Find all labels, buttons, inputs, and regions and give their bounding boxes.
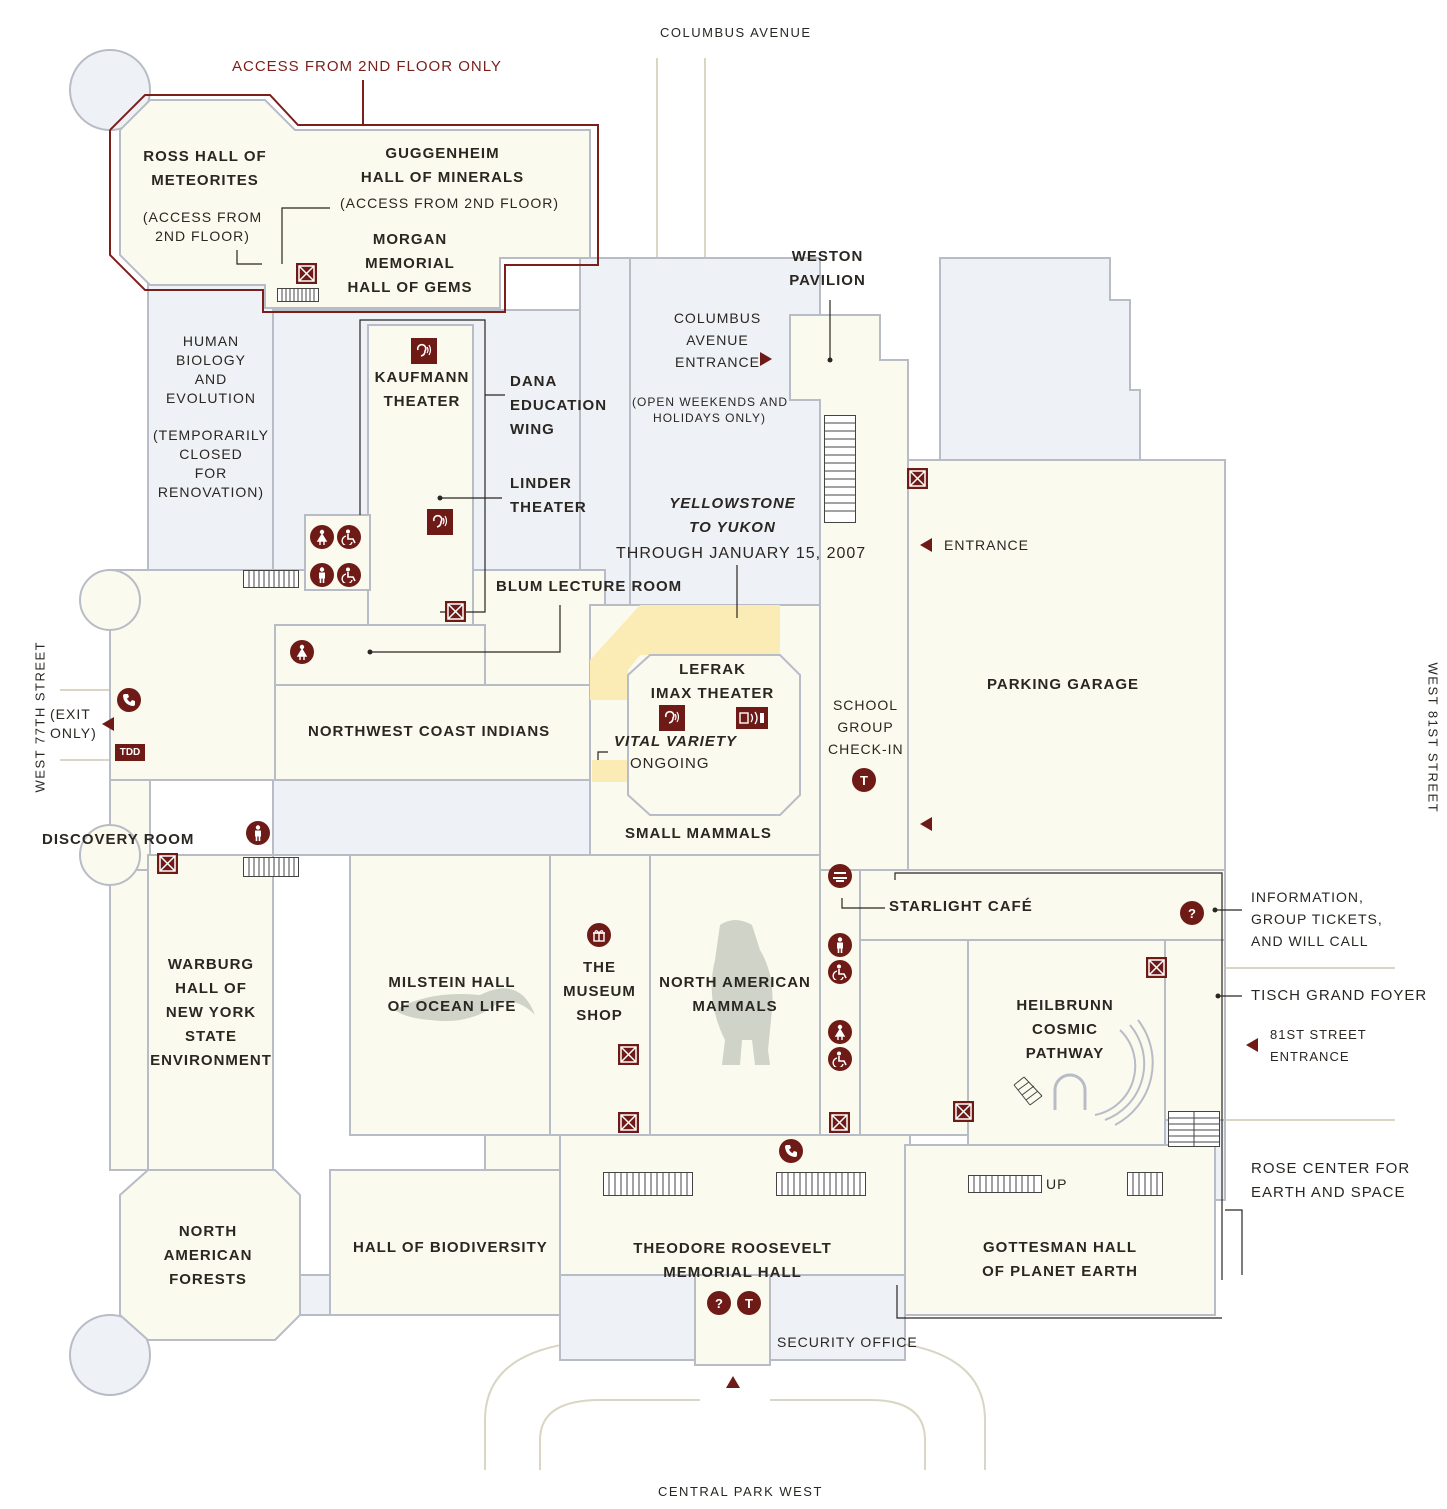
stairs-icon xyxy=(603,1172,693,1196)
ticket-icon: T xyxy=(737,1291,761,1315)
entrance-arrow-icon xyxy=(1246,1038,1258,1052)
womens-restroom-icon xyxy=(310,525,334,549)
stairs-icon xyxy=(1013,1076,1043,1106)
label-vital-ongoing: ONGOING xyxy=(630,755,710,772)
elevator-icon xyxy=(618,1112,639,1133)
gift-icon xyxy=(587,923,611,947)
assistive-listening-icon xyxy=(427,509,453,535)
label-yellowstone-dates: THROUGH JANUARY 15, 2007 xyxy=(616,545,867,562)
stairs-icon xyxy=(776,1172,866,1196)
phone-icon xyxy=(117,688,141,712)
label-security-office: SECURITY OFFICE xyxy=(777,1334,918,1350)
entrance-arrow-icon xyxy=(920,817,932,831)
street-north: COLUMBUS AVENUE xyxy=(660,25,812,40)
entrance-arrow-icon xyxy=(920,538,932,552)
wheelchair-icon xyxy=(828,1047,852,1071)
tdd-icon: TDD xyxy=(115,744,145,761)
phone-icon xyxy=(779,1139,803,1163)
label-biodiversity: HALL OF BIODIVERSITY xyxy=(353,1239,548,1256)
exit-arrow-icon xyxy=(102,717,114,731)
ticket-icon: T xyxy=(852,768,876,792)
stairs-icon xyxy=(243,857,299,877)
mens-restroom-icon xyxy=(246,821,270,845)
label-up: UP xyxy=(1046,1176,1068,1192)
wheelchair-icon xyxy=(828,960,852,984)
label-small-mammals: SMALL MAMMALS xyxy=(625,825,772,842)
stairs-icon xyxy=(1168,1111,1220,1147)
stairs-icon xyxy=(277,288,319,302)
elevator-icon xyxy=(296,263,317,284)
cafe-icon xyxy=(828,864,852,888)
wheelchair-icon xyxy=(337,563,361,587)
access-note: ACCESS FROM 2ND FLOOR ONLY xyxy=(232,58,502,75)
assistive-listening-icon xyxy=(411,338,437,364)
information-icon: ? xyxy=(707,1291,731,1315)
stairs-icon xyxy=(968,1175,1042,1193)
captioning-icon xyxy=(736,707,768,729)
label-tisch: TISCH GRAND FOYER xyxy=(1251,987,1428,1004)
entrance-arrow-icon xyxy=(726,1376,740,1388)
street-west: WEST 77TH STREET xyxy=(32,640,48,793)
assistive-listening-icon xyxy=(659,705,685,731)
womens-restroom-icon xyxy=(828,1020,852,1044)
mens-restroom-icon xyxy=(828,933,852,957)
elevator-icon xyxy=(445,601,466,622)
label-information: INFORMATION,GROUP TICKETS,AND WILL CALL xyxy=(1251,889,1383,949)
elevator-icon xyxy=(829,1112,850,1133)
label-parking-garage: PARKING GARAGE xyxy=(987,676,1140,693)
elevator-icon xyxy=(907,468,928,489)
information-icon: ? xyxy=(1180,901,1204,925)
womens-restroom-icon xyxy=(290,640,314,664)
label-blum: BLUM LECTURE ROOM xyxy=(496,578,683,595)
street-east: WEST 81ST STREET xyxy=(1425,662,1441,814)
stairs-icon xyxy=(1127,1172,1163,1196)
mens-restroom-icon xyxy=(310,563,334,587)
elevator-icon xyxy=(953,1101,974,1122)
label-starlight-cafe: STARLIGHT CAFÉ xyxy=(889,898,1033,915)
elevator-icon xyxy=(1146,957,1167,978)
stairs-icon xyxy=(243,570,299,588)
label-nw-coast: NORTHWEST COAST INDIANS xyxy=(308,723,551,740)
entrance-arrow-icon xyxy=(760,352,772,366)
stairs-icon xyxy=(824,415,856,523)
label-vital-variety: VITAL VARIETY xyxy=(614,733,738,750)
elevator-icon xyxy=(618,1044,639,1065)
label-guggenheim-note: (ACCESS FROM 2ND FLOOR) xyxy=(340,195,560,211)
elevator-icon xyxy=(157,853,178,874)
bear-silhouette xyxy=(711,920,773,1065)
street-south: CENTRAL PARK WEST xyxy=(658,1484,823,1499)
label-entrance: ENTRANCE xyxy=(944,537,1030,553)
wheelchair-icon xyxy=(337,525,361,549)
label-discovery-room: DISCOVERY ROOM xyxy=(42,831,195,848)
